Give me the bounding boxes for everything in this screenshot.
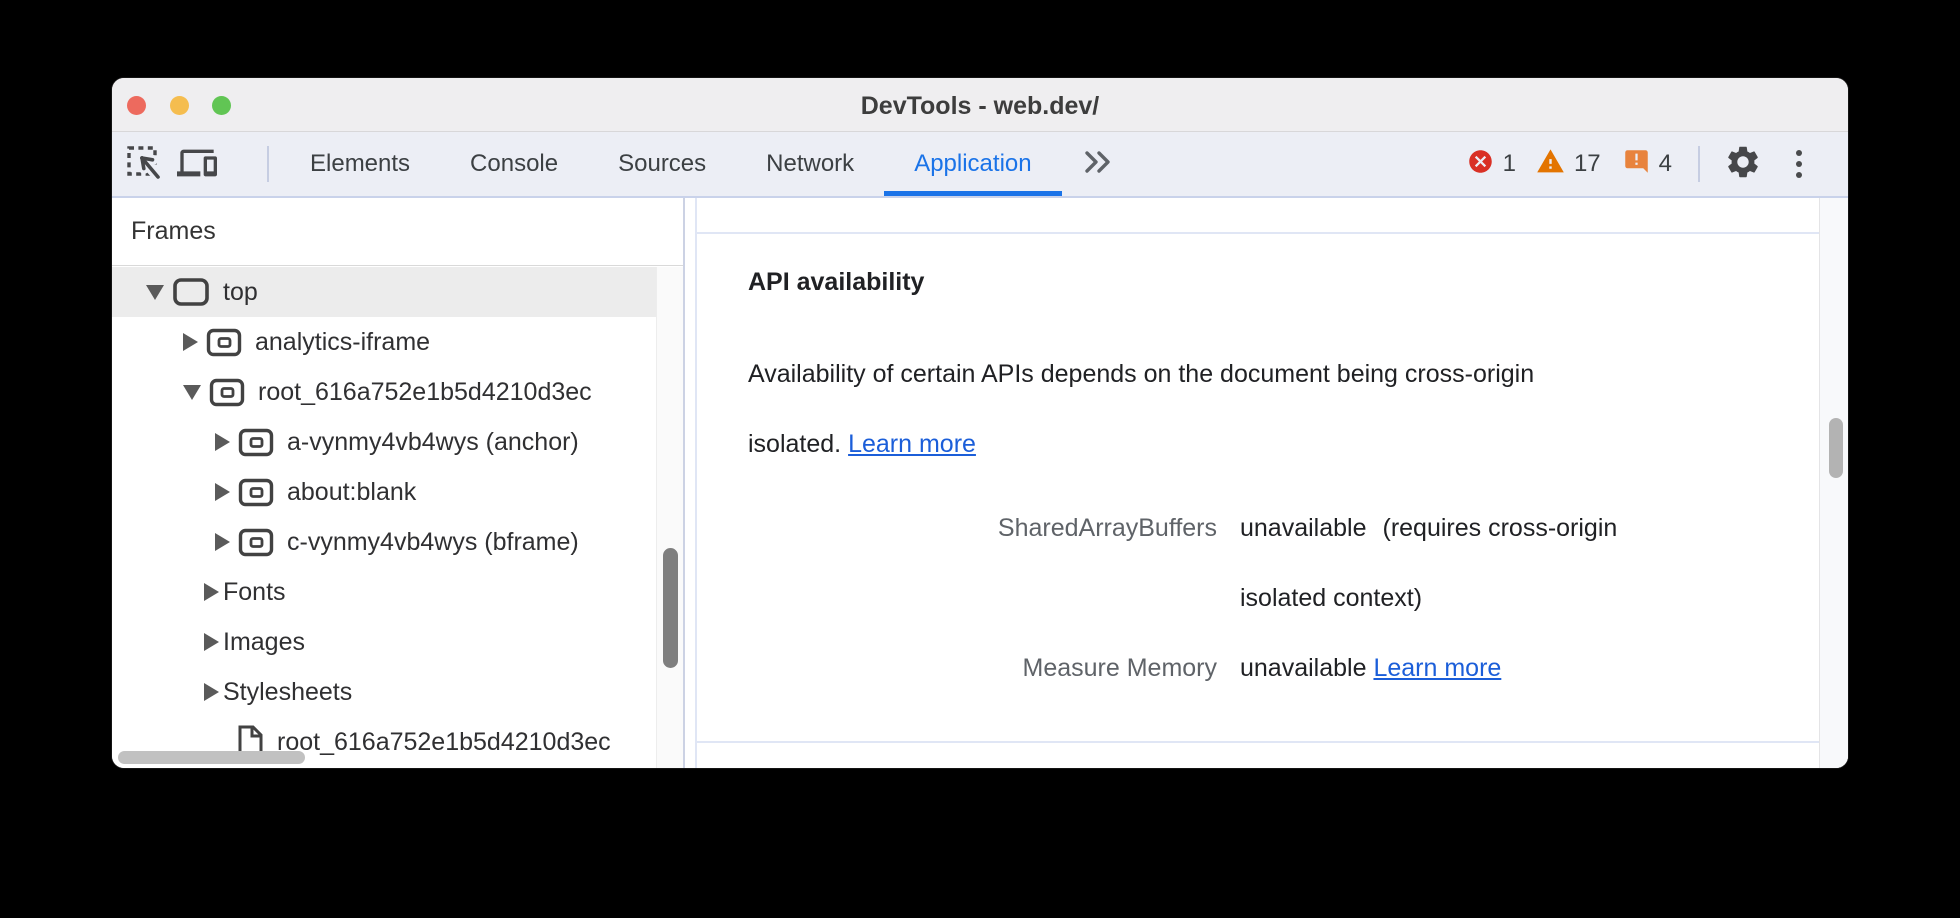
tree-row-label: Images — [223, 627, 305, 656]
chevron-right-icon[interactable] — [215, 433, 230, 451]
more-tabs-icon — [1080, 147, 1114, 182]
main-vertical-scrollbar-thumb[interactable] — [1829, 418, 1843, 478]
field-value-sharedarraybuffers: unavailable (requires cross-origin — [1240, 514, 1617, 543]
console-warnings-badge[interactable]: 17 — [1536, 147, 1601, 181]
section-divider — [695, 232, 1819, 234]
sidebar-vertical-scrollbar[interactable] — [656, 267, 683, 768]
kebab-menu-icon — [1796, 150, 1802, 178]
tree-row-bframe[interactable]: c-vynmy4vb4wys (bframe) — [112, 517, 656, 567]
window-title: DevTools - web.dev/ — [860, 92, 1100, 120]
inspect-element-button[interactable] — [124, 144, 166, 186]
sidebar-vertical-scrollbar-thumb[interactable] — [663, 548, 678, 668]
tree-row-root-frame[interactable]: root_616a752e1b5d4210d3ec — [112, 367, 656, 417]
iframe-icon — [209, 378, 245, 407]
close-window-button[interactable] — [127, 96, 146, 115]
iframe-icon — [238, 478, 274, 507]
panel-tabs: Elements Console Sources Network Applica… — [280, 132, 1132, 196]
tree-row-top[interactable]: top — [112, 267, 656, 317]
application-sidebar: Frames top analytics-iframe — [112, 198, 685, 768]
frames-section-header[interactable]: Frames — [112, 198, 683, 266]
tab-network[interactable]: Network — [766, 150, 855, 177]
tab-application[interactable]: Application — [884, 132, 1061, 196]
iframe-icon — [206, 328, 242, 357]
tree-row-label: c-vynmy4vb4wys (bframe) — [287, 527, 579, 556]
zoom-window-button[interactable] — [212, 96, 231, 115]
more-tabs-button[interactable] — [1062, 132, 1132, 196]
chevron-down-icon[interactable] — [146, 284, 164, 300]
issues-icon — [1623, 148, 1650, 180]
warning-icon — [1536, 147, 1565, 181]
tree-row-stylesheets[interactable]: Stylesheets — [112, 667, 656, 717]
toolbar-divider — [267, 146, 269, 182]
tree-row-label: about:blank — [287, 477, 417, 506]
chevron-right-icon[interactable] — [204, 683, 219, 701]
device-toolbar-icon — [177, 143, 217, 188]
status-note: (requires cross-origin — [1382, 514, 1618, 542]
field-label-measure-memory: Measure Memory — [1022, 654, 1218, 682]
tree-row-document[interactable]: root_616a752e1b5d4210d3ec — [112, 717, 656, 767]
inspect-icon — [125, 143, 165, 188]
console-errors-badge[interactable]: 1 — [1467, 148, 1516, 180]
customize-devtools-button[interactable] — [1784, 150, 1814, 178]
tab-elements[interactable]: Elements — [310, 150, 411, 177]
field-value-measure-memory: unavailable Learn more — [1240, 654, 1501, 683]
status-text: unavailable — [1240, 654, 1367, 682]
tree-row-images[interactable]: Images — [112, 617, 656, 667]
settings-button[interactable] — [1724, 143, 1762, 186]
tree-row-analytics-iframe[interactable]: analytics-iframe — [112, 317, 656, 367]
minimize-window-button[interactable] — [170, 96, 189, 115]
chevron-right-icon[interactable] — [204, 633, 219, 651]
toolbar-status-cluster: 1 17 4 — [1467, 132, 1814, 196]
frames-tree: top analytics-iframe root_616a752e1b5d42… — [112, 267, 656, 768]
tree-row-label: a-vynmy4vb4wys (anchor) — [287, 427, 579, 456]
api-availability-heading: API availability — [748, 268, 925, 296]
toolbar-divider — [1698, 146, 1700, 182]
chevron-down-icon[interactable] — [183, 384, 201, 400]
tree-row-label: analytics-iframe — [255, 327, 431, 356]
devtools-toolbar: Elements Console Sources Network Applica… — [112, 132, 1848, 198]
issues-count: 4 — [1658, 150, 1672, 177]
learn-more-link[interactable]: Learn more — [848, 430, 976, 458]
tab-sources[interactable]: Sources — [618, 150, 707, 177]
field-label-sharedarraybuffers: SharedArrayBuffers — [997, 514, 1217, 542]
tree-row-label: Stylesheets — [223, 677, 353, 706]
frame-icon — [172, 277, 210, 307]
tree-row-anchor-frame[interactable]: a-vynmy4vb4wys (anchor) — [112, 417, 656, 467]
status-text: unavailable — [1240, 514, 1367, 542]
issues-badge[interactable]: 4 — [1623, 148, 1672, 180]
iframe-icon — [238, 428, 274, 457]
devtools-window: DevTools - web.dev/ — [112, 78, 1848, 768]
section-divider — [695, 741, 1819, 743]
tree-row-about-blank[interactable]: about:blank — [112, 467, 656, 517]
tree-row-label: root_616a752e1b5d4210d3ec — [277, 727, 611, 756]
titlebar: DevTools - web.dev/ — [112, 78, 1848, 132]
tree-row-fonts[interactable]: Fonts — [112, 567, 656, 617]
toggle-device-toolbar-button[interactable] — [176, 144, 218, 186]
error-icon — [1467, 148, 1494, 180]
tree-row-label: top — [223, 277, 258, 306]
api-availability-description-line1: Availability of certain APIs depends on … — [748, 360, 1535, 388]
chevron-right-icon[interactable] — [183, 333, 198, 351]
api-availability-description-line2: isolated. Learn more — [748, 430, 976, 458]
chevron-right-icon[interactable] — [215, 483, 230, 501]
iframe-icon — [238, 528, 274, 557]
tree-row-label: root_616a752e1b5d4210d3ec — [258, 377, 592, 406]
tab-console[interactable]: Console — [470, 150, 559, 177]
sidebar-horizontal-scrollbar-thumb[interactable] — [118, 751, 305, 764]
learn-more-link[interactable]: Learn more — [1373, 654, 1502, 682]
tree-row-label: Fonts — [223, 577, 286, 606]
chevron-right-icon[interactable] — [215, 533, 230, 551]
warning-count: 17 — [1573, 150, 1601, 177]
gear-icon — [1724, 143, 1762, 186]
application-panel: Frames top analytics-iframe — [112, 198, 1848, 768]
report-left-border — [695, 198, 697, 768]
chevron-right-icon[interactable] — [204, 583, 219, 601]
field-value-sharedarraybuffers-line2: isolated context) — [1240, 584, 1423, 612]
main-vertical-scrollbar[interactable] — [1819, 198, 1848, 768]
frame-details-view: API availability Availability of certain… — [685, 198, 1848, 768]
error-count: 1 — [1502, 150, 1516, 177]
